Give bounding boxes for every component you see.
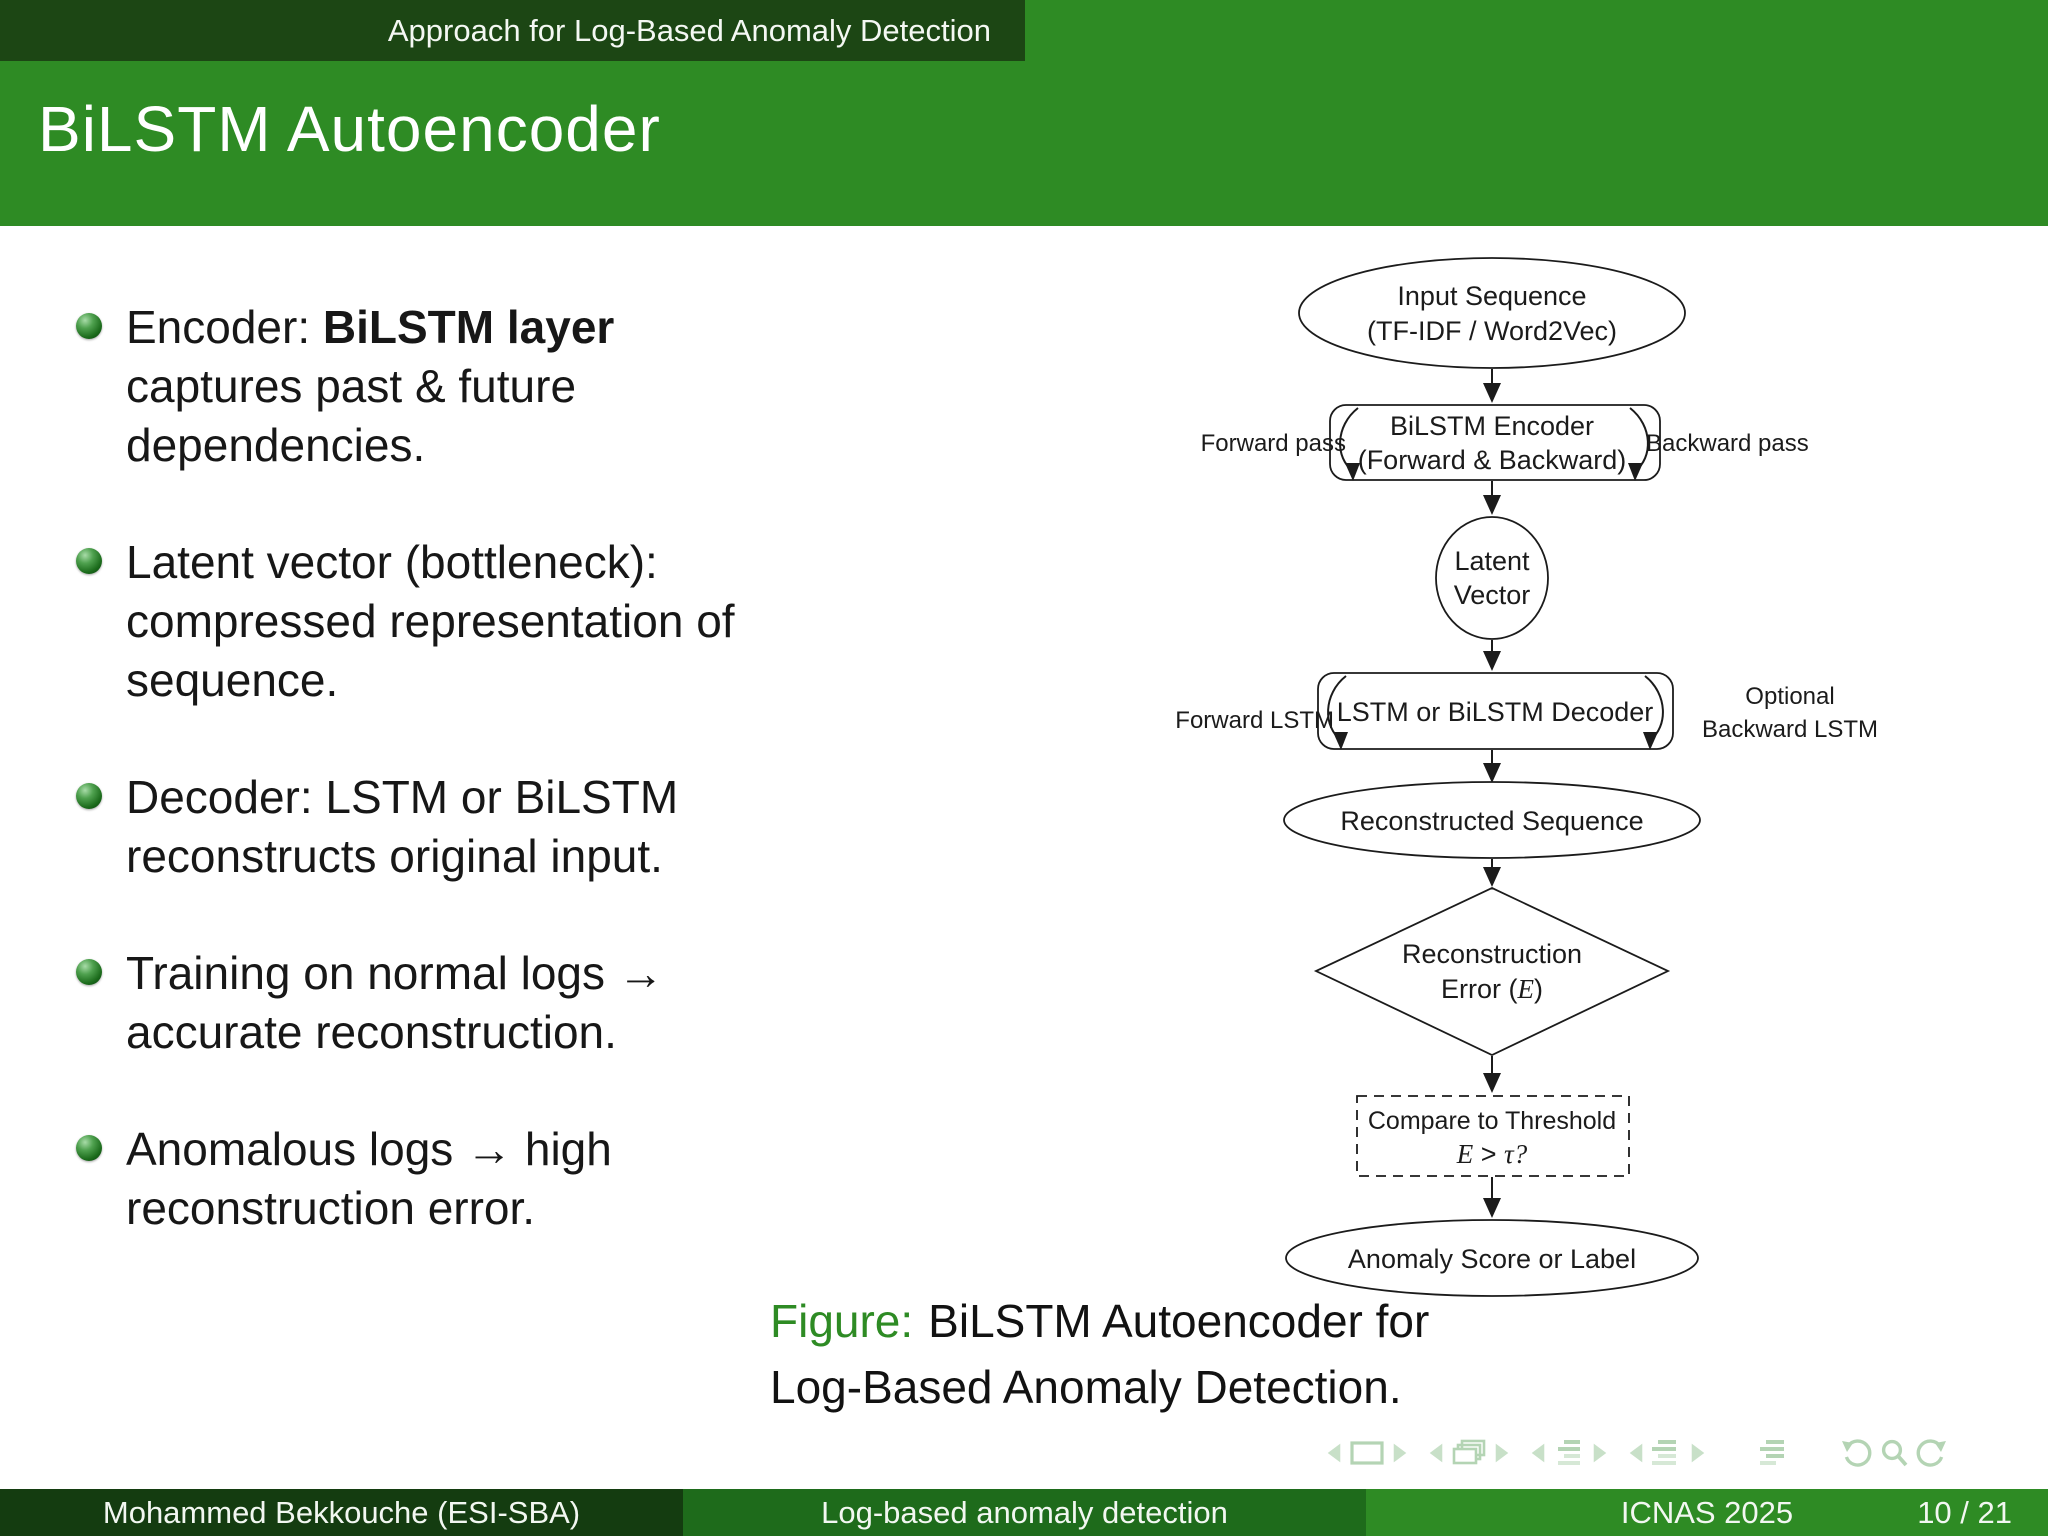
prev-subsection-icon[interactable]	[1628, 1442, 1644, 1464]
backward-pass-label: Backward pass	[1646, 430, 1809, 457]
appendix-list-icon[interactable]	[1758, 1440, 1788, 1466]
figure-caption-text: BiLSTM Autoencoder for Log-Based Anomaly…	[770, 1295, 1430, 1413]
compare-threshold-node	[1356, 1095, 1630, 1177]
bullet-list: Encoder: BiLSTM layer captures past & fu…	[76, 298, 736, 1296]
footer-page-number: 10 / 21	[1917, 1494, 2012, 1530]
navigation-bar	[1322, 1438, 1952, 1468]
arrowhead-icon	[1483, 763, 1501, 783]
frames-overlay-icon[interactable]	[1452, 1439, 1486, 1467]
decoder-node	[1317, 672, 1674, 750]
bullet-text: Encoder: BiLSTM layer captures past & fu…	[126, 301, 615, 471]
prev-slide-icon[interactable]	[1326, 1442, 1342, 1464]
footer-short-title: Log-based anomaly detection	[821, 1494, 1228, 1530]
next-subsection-icon[interactable]	[1690, 1442, 1706, 1464]
list-item: Decoder: LSTM or BiLSTM reconstructs ori…	[76, 768, 736, 886]
footer-title-segment: Log-based anomaly detection	[683, 1489, 1366, 1536]
bullet-ball-icon	[76, 313, 102, 339]
input-sequence-node	[1298, 257, 1686, 369]
list-item: Training on normal logs → accurate recon…	[76, 944, 736, 1062]
section-bar: Approach for Log-Based Anomaly Detection	[0, 0, 1025, 61]
next-section-icon[interactable]	[1592, 1442, 1608, 1464]
search-icon[interactable]	[1880, 1438, 1908, 1468]
back-icon[interactable]	[1840, 1438, 1872, 1468]
next-frame-icon[interactable]	[1494, 1442, 1510, 1464]
section-list-icon[interactable]	[1554, 1440, 1584, 1466]
latent-vector-node	[1435, 516, 1549, 640]
list-item: Encoder: BiLSTM layer captures past & fu…	[76, 298, 736, 475]
prev-frame-icon[interactable]	[1428, 1442, 1444, 1464]
footer-author-segment: Mohammed Bekkouche (ESI-SBA)	[0, 1489, 683, 1536]
input-sequence-label: Input Sequence	[1397, 281, 1586, 311]
latent-vector-label: Latent	[1454, 546, 1530, 576]
bullet-ball-icon	[76, 959, 102, 985]
list-item: Latent vector (bottleneck): compressed r…	[76, 533, 736, 710]
arrowhead-icon	[1483, 1073, 1501, 1093]
bullet-ball-icon	[76, 783, 102, 809]
arrowhead-icon	[1333, 732, 1348, 750]
encoder-label: BiLSTM Encoder	[1390, 411, 1594, 441]
subsection-list-icon[interactable]	[1652, 1440, 1682, 1466]
prev-section-icon[interactable]	[1530, 1442, 1546, 1464]
optional-backward-lstm-label: Optional	[1745, 683, 1834, 710]
list-item: Anomalous logs → high reconstruction err…	[76, 1120, 736, 1238]
arrowhead-icon	[1483, 1198, 1501, 1218]
bullet-text: Anomalous logs → high reconstruction err…	[126, 1123, 612, 1234]
svg-text:Error (E): Error (E)	[1441, 974, 1543, 1004]
footer-conference-segment: ICNAS 2025 10 / 21	[1366, 1489, 2048, 1536]
figure-caption-label: Figure:	[770, 1295, 914, 1347]
footer-conference: ICNAS 2025	[1620, 1494, 1794, 1530]
section-title: Approach for Log-Based Anomaly Detection	[387, 12, 991, 48]
footer-author: Mohammed Bekkouche (ESI-SBA)	[102, 1494, 581, 1530]
frame-icon[interactable]	[1350, 1441, 1384, 1465]
anomaly-score-label: Anomaly Score or Label	[1348, 1244, 1636, 1274]
arrowhead-icon	[1483, 495, 1501, 515]
reconstructed-sequence-node	[1283, 781, 1701, 859]
bullet-ball-icon	[76, 548, 102, 574]
figure-caption: Figure:BiLSTM Autoencoder for Log-Based …	[770, 1288, 1470, 1420]
footer-bar: Mohammed Bekkouche (ESI-SBA) Log-based a…	[0, 1489, 2048, 1536]
bullet-text: Training on normal logs → accurate recon…	[126, 947, 664, 1058]
svg-text:Vector: Vector	[1454, 580, 1531, 610]
forward-lstm-label: Forward LSTM	[1175, 707, 1334, 734]
arrowhead-icon	[1483, 383, 1501, 403]
arrowhead-icon	[1345, 463, 1360, 481]
next-slide-icon[interactable]	[1392, 1442, 1408, 1464]
svg-text:E > τ?: E > τ?	[1456, 1139, 1528, 1169]
decoder-label: LSTM or BiLSTM Decoder	[1337, 697, 1654, 727]
anomaly-score-node	[1285, 1219, 1699, 1297]
bullet-text: Latent vector (bottleneck): compressed r…	[126, 536, 735, 706]
flowchart-bilstm-autoencoder: Input Sequence (TF-IDF / Word2Vec) BiLST…	[1150, 240, 1950, 1310]
forward-icon[interactable]	[1916, 1438, 1948, 1468]
svg-text:Backward LSTM: Backward LSTM	[1702, 716, 1878, 743]
arrowhead-icon	[1483, 867, 1501, 887]
header-banner: Approach for Log-Based Anomaly Detection…	[0, 0, 2048, 226]
reconstructed-sequence-label: Reconstructed Sequence	[1340, 806, 1643, 836]
arrowhead-icon	[1643, 732, 1658, 750]
bullet-text: Decoder: LSTM or BiLSTM reconstructs ori…	[126, 771, 679, 882]
arrowhead-icon	[1628, 463, 1643, 481]
reconstruction-error-node	[1313, 887, 1671, 1056]
page-title: BiLSTM Autoencoder	[38, 93, 661, 165]
compare-threshold-label: Compare to Threshold	[1368, 1107, 1616, 1135]
bullet-ball-icon	[76, 1135, 102, 1161]
svg-text:(Forward & Backward): (Forward & Backward)	[1358, 445, 1627, 475]
reconstruction-error-label: Reconstruction	[1402, 939, 1582, 969]
svg-text:(TF-IDF / Word2Vec): (TF-IDF / Word2Vec)	[1367, 316, 1617, 346]
arrowhead-icon	[1483, 651, 1501, 671]
bilstm-encoder-node	[1329, 404, 1661, 481]
forward-pass-label: Forward pass	[1201, 430, 1346, 457]
